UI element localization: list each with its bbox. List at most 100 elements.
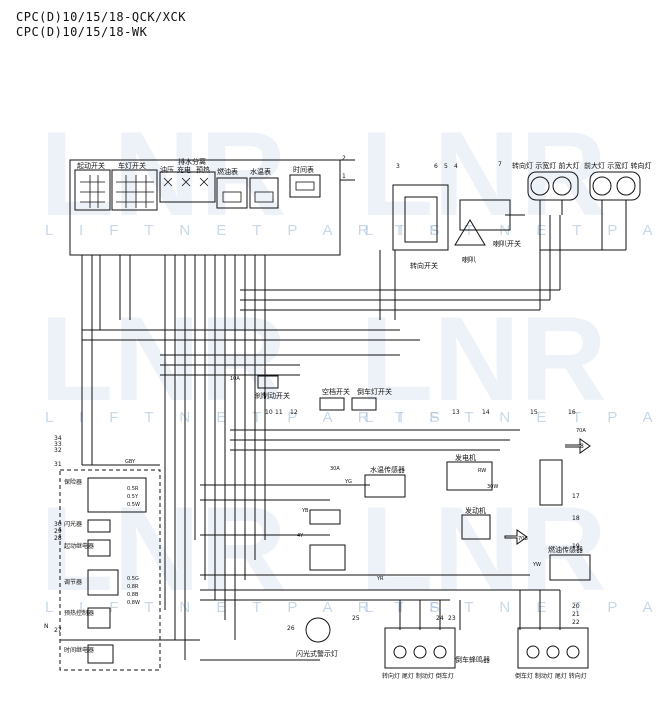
wire-code: 70A bbox=[576, 428, 586, 434]
callout-12: 12 bbox=[290, 409, 298, 416]
empty-switch-label: 空档开关 bbox=[322, 387, 350, 396]
watermark-logo: LNR bbox=[360, 292, 607, 426]
turn-horn-group bbox=[392, 184, 525, 251]
watermark-logo: LNR bbox=[40, 482, 287, 616]
light-switch-label: 车灯开关 bbox=[118, 161, 146, 170]
hour-meter-box bbox=[289, 174, 321, 198]
watermark-text: L I F T N E T P A R T S bbox=[365, 409, 667, 426]
callout-31: 31 bbox=[54, 461, 62, 468]
callout-28: 28 bbox=[54, 535, 62, 542]
callout-N: N bbox=[44, 623, 49, 630]
watermark-text: L I F T N E T P A R T S bbox=[45, 599, 451, 616]
regulator-label: 调节器 bbox=[64, 578, 82, 586]
callout-10: 10 bbox=[265, 409, 273, 416]
preheat-label: 预热 bbox=[196, 165, 210, 174]
left-label-group: 保险器 闪光器 起动继电器 调节器 预热控制器 时间继电器 bbox=[64, 478, 94, 654]
left-component-frame bbox=[59, 469, 161, 671]
fuse-label: 保险器 bbox=[64, 478, 82, 486]
front-lamps-right-label: 前大灯 示宽灯 转向灯 bbox=[584, 161, 651, 170]
callout-26: 26 bbox=[287, 625, 295, 632]
wire-code: 4Y bbox=[297, 533, 304, 539]
callout-19: 19 bbox=[572, 543, 580, 550]
wire-code: 70B bbox=[518, 536, 528, 542]
front-lamps bbox=[527, 171, 641, 215]
callout-7: 7 bbox=[498, 161, 502, 168]
starter-box bbox=[461, 514, 491, 540]
watermark-text: L I F T N E T P A R T S bbox=[45, 222, 451, 239]
model-header-line-2: CPC(D)10/15/18-WK bbox=[16, 25, 148, 39]
timer-box bbox=[87, 644, 114, 664]
bottom-label-group: 转向灯 尾灯 制动灯 倒车灯 倒车灯 制动灯 尾灯 转向灯 bbox=[382, 672, 587, 680]
watermark-text: L I F T N E T P A R T S bbox=[365, 222, 667, 239]
brake-switch-label: 刹制动开关 bbox=[255, 391, 290, 400]
callout-17: 17 bbox=[572, 493, 580, 500]
flasher-label: 闪光器 bbox=[64, 520, 82, 528]
oil-sensor-box bbox=[549, 554, 591, 581]
rear-right-label: 倒车灯 制动灯 尾灯 转向灯 bbox=[515, 672, 587, 680]
wire-code: RW bbox=[478, 468, 486, 474]
oil-press-label: 油压 bbox=[160, 165, 174, 174]
wire-code: 0.8R bbox=[127, 584, 139, 590]
rear-left-lamp-cluster bbox=[384, 627, 456, 669]
start-switch-label: 起动开关 bbox=[77, 161, 105, 170]
wire-code-group: 0.5R 0.5Y 0.5W 0.5G 0.8R 0.8B 0.8W GBY Y… bbox=[125, 376, 586, 606]
water-sep-label: 排水分离 bbox=[178, 157, 206, 166]
charge-label: 充电 bbox=[177, 165, 191, 174]
callout-8: 8 bbox=[580, 443, 584, 450]
callout-1: 1 bbox=[342, 173, 346, 180]
wire-code: 0.5R bbox=[127, 486, 139, 492]
callout-15: 15 bbox=[530, 409, 538, 416]
callout-14: 14 bbox=[482, 409, 490, 416]
callout-32: 32 bbox=[54, 447, 62, 454]
callout-24: 24 bbox=[436, 615, 444, 622]
wire-code: 30W bbox=[487, 484, 498, 490]
watermark-logo: LNR bbox=[40, 292, 287, 426]
light-switch-box bbox=[111, 169, 158, 211]
water-sensor-label: 水温传感器 bbox=[370, 465, 405, 474]
watermark-logo: LNR bbox=[360, 482, 607, 616]
water-temp-box bbox=[249, 177, 279, 209]
wire-code: YB bbox=[301, 508, 309, 514]
callout-16: 16 bbox=[568, 409, 576, 416]
panel-label-group: 起动开关 车灯开关 排水分离 油压 充电 预热 燃油表 水温表 时间表 bbox=[77, 157, 314, 176]
callout-27: 27 bbox=[54, 627, 62, 634]
model-header-line-1: CPC(D)10/15/18-QCK/XCK bbox=[16, 10, 186, 24]
fuel-gauge-label: 燃油表 bbox=[217, 167, 238, 176]
horn-symbol bbox=[454, 219, 486, 246]
warning-lamps-box bbox=[159, 171, 216, 203]
timer-label: 时间继电器 bbox=[64, 646, 94, 654]
flash-lamp bbox=[305, 617, 331, 643]
wire-code: YG bbox=[344, 479, 352, 485]
callout-6: 6 bbox=[434, 163, 438, 170]
callout-2: 2 bbox=[342, 155, 346, 162]
watermark-logo: LNR bbox=[360, 107, 607, 241]
starter-label: 发动机 bbox=[465, 506, 486, 515]
reverse-switch-label: 倒车灯开关 bbox=[357, 387, 392, 396]
callout-11: 11 bbox=[275, 409, 283, 416]
watermark-logos: LNR LNR LNR LNR LNR LNR bbox=[40, 107, 607, 616]
wire-code: 0.8W bbox=[127, 600, 140, 606]
callout-21: 21 bbox=[572, 611, 580, 618]
turn-switch-box bbox=[392, 184, 449, 251]
reverse-buzzer-label: 倒车蜂鸣器 bbox=[455, 655, 490, 664]
horn-label: 喇叭 bbox=[462, 255, 476, 264]
flasher-box bbox=[87, 519, 111, 533]
switch-contacts bbox=[80, 175, 315, 208]
generator-box bbox=[446, 461, 493, 491]
relay-box bbox=[87, 539, 111, 557]
wire-code: 0.8B bbox=[127, 592, 139, 598]
relay-label: 起动继电器 bbox=[64, 542, 94, 550]
water-temp-label: 水温表 bbox=[250, 167, 271, 176]
empty-switch-box bbox=[319, 397, 345, 411]
callout-30: 30 bbox=[54, 521, 62, 528]
start-switch-box bbox=[74, 169, 111, 211]
callout-5: 5 bbox=[444, 163, 448, 170]
rear-right-lamp-cluster bbox=[517, 627, 589, 669]
wire-code: GBY bbox=[125, 459, 136, 465]
watermark-text: L I F T N E T P A R T S bbox=[365, 599, 667, 616]
horn-switch-label: 喇叭开关 bbox=[493, 239, 521, 248]
battery bbox=[539, 459, 563, 506]
oil-sensor-label: 燃油传感器 bbox=[548, 545, 583, 554]
callout-18: 18 bbox=[572, 515, 580, 522]
